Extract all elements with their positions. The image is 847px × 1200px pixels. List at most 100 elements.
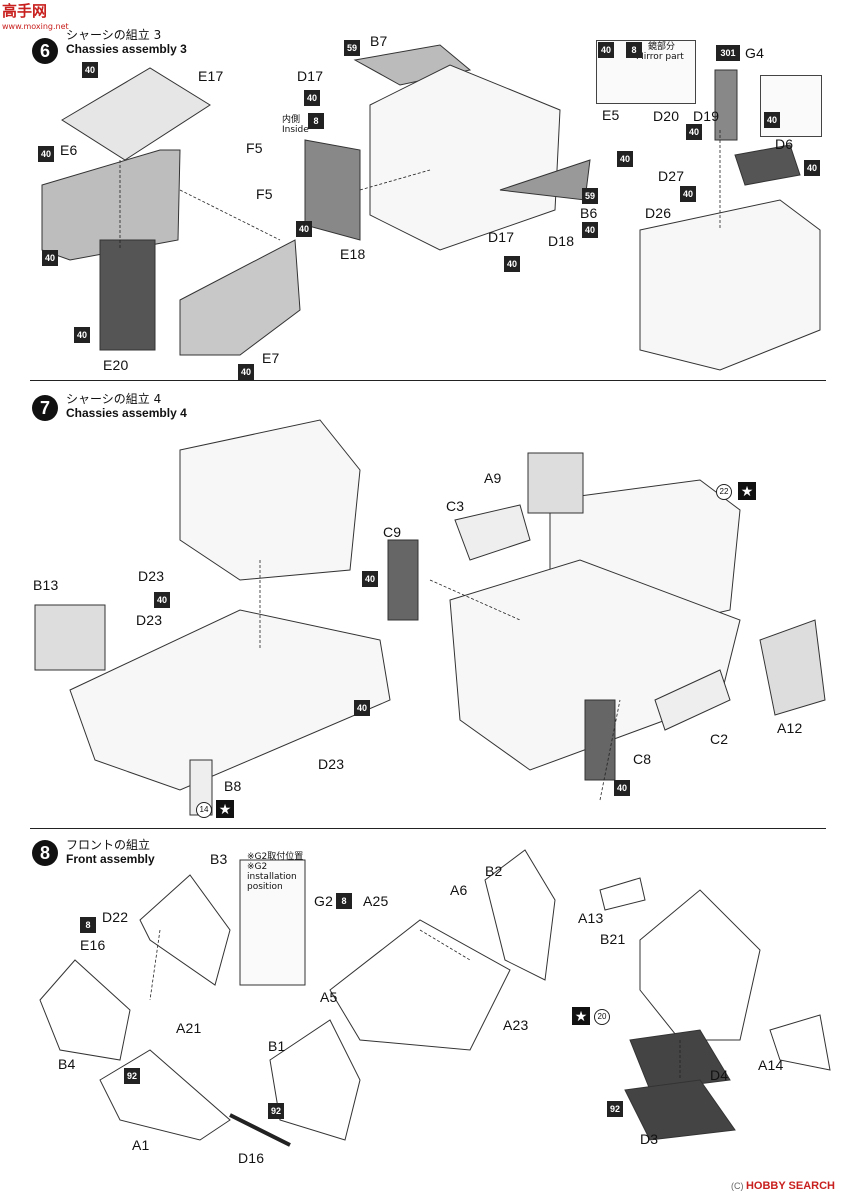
part-c2-shape — [654, 669, 731, 731]
step-8-title-en: Front assembly — [66, 852, 155, 866]
callout-number-20: 20 — [594, 1009, 610, 1025]
color-badge-40: 40 — [74, 327, 90, 343]
label-a6: A6 — [450, 882, 468, 898]
label-d23-b: D23 — [136, 612, 163, 628]
step-8-number: 8 — [32, 840, 58, 866]
part-c3-shape — [454, 504, 531, 561]
label-f5-top: F5 — [246, 140, 263, 156]
part-a5-shape — [329, 919, 511, 1051]
color-badge-92: 92 — [268, 1103, 284, 1119]
color-badge-8: 8 — [336, 893, 352, 909]
part-g4-shape — [714, 69, 738, 141]
chassis-body-6r — [639, 199, 821, 371]
step-7-number: 7 — [32, 395, 58, 421]
color-badge-40: 40 — [354, 700, 370, 716]
callout-number-22: 22 — [716, 484, 732, 500]
color-badge-40: 40 — [296, 221, 312, 237]
label-d3: D3 — [640, 1131, 659, 1147]
site-footer: (C) HOBBY SEARCH — [731, 1180, 835, 1192]
label-d27: D27 — [658, 168, 685, 184]
label-d17-bottom: D17 — [488, 229, 515, 245]
color-badge-40: 40 — [42, 250, 58, 266]
note-inside-jp: 内側 — [282, 115, 301, 125]
label-f5-bottom: F5 — [256, 186, 273, 202]
label-c3: C3 — [446, 498, 465, 514]
note-g2-en: ※G2 installation position — [247, 862, 297, 892]
label-a5: A5 — [320, 989, 338, 1005]
label-b13: B13 — [33, 577, 59, 593]
label-e5: E5 — [602, 107, 620, 123]
color-badge-40: 40 — [238, 364, 254, 380]
label-b6: B6 — [580, 205, 598, 221]
star-icon: ★ — [572, 1007, 590, 1025]
color-badge-59: 59 — [344, 40, 360, 56]
color-badge-8: 8 — [308, 113, 324, 129]
color-badge-40: 40 — [38, 146, 54, 162]
chassis-frame-7l — [69, 609, 391, 791]
color-badge-8: 8 — [80, 917, 96, 933]
label-e18: E18 — [340, 246, 366, 262]
label-d23-a: D23 — [138, 568, 165, 584]
label-d18: D18 — [548, 233, 575, 249]
note-mirror-jp: 鏡部分 — [648, 42, 676, 52]
part-e17-shape — [61, 67, 211, 161]
label-d4: D4 — [710, 1067, 729, 1083]
chassis-top-7l — [179, 419, 361, 581]
part-a1-shape — [99, 1049, 231, 1141]
label-d22: D22 — [102, 909, 129, 925]
site-url: www.moxing.net — [2, 22, 69, 31]
step-7-title-jp: シャーシの組立 4 — [66, 392, 162, 406]
color-badge-40: 40 — [598, 42, 614, 58]
color-badge-40: 40 — [154, 592, 170, 608]
callout-number-14: 14 — [196, 802, 212, 818]
label-b1: B1 — [268, 1038, 286, 1054]
part-b13-shape — [34, 604, 106, 671]
label-a21: A21 — [176, 1020, 202, 1036]
color-badge-40: 40 — [362, 571, 378, 587]
part-e18-shape — [304, 139, 361, 241]
step-7-title-en: Chassies assembly 4 — [66, 406, 187, 420]
color-badge-40: 40 — [614, 780, 630, 796]
step-6-title-jp: シャーシの組立 3 — [66, 28, 162, 42]
part-c9-shape — [387, 539, 419, 621]
footer-brand: HOBBY SEARCH — [745, 1180, 835, 1192]
g2-position-inset — [239, 859, 306, 986]
part-e20-shape — [99, 239, 156, 351]
label-e20: E20 — [103, 357, 129, 373]
label-c9: C9 — [383, 524, 402, 540]
label-a23: A23 — [503, 1017, 529, 1033]
part-b6-shape — [499, 159, 591, 201]
step-6-number: 6 — [32, 38, 58, 64]
part-a12-shape — [759, 619, 826, 716]
label-d6: D6 — [775, 136, 794, 152]
part-front-frame-8r — [639, 889, 761, 1041]
label-b8: B8 — [224, 778, 242, 794]
part-e7-shape — [179, 239, 301, 356]
star-icon: ★ — [738, 482, 756, 500]
color-badge-40: 40 — [686, 124, 702, 140]
color-badge-59: 59 — [582, 188, 598, 204]
label-e17: E17 — [198, 68, 224, 84]
color-badge-40: 40 — [504, 256, 520, 272]
note-g2-jp: ※G2取付位置 — [247, 852, 304, 862]
color-badge-40: 40 — [582, 222, 598, 238]
label-d17-top: D17 — [297, 68, 324, 84]
part-b3-shape — [139, 874, 231, 986]
color-badge-40: 40 — [304, 90, 320, 106]
label-e16: E16 — [80, 937, 106, 953]
color-badge-40: 40 — [764, 112, 780, 128]
label-a9: A9 — [484, 470, 502, 486]
label-a13: A13 — [578, 910, 604, 926]
site-watermark: 高手网 — [2, 3, 48, 20]
color-badge-40: 40 — [617, 151, 633, 167]
label-d23-c: D23 — [318, 756, 345, 772]
color-badge-92: 92 — [124, 1068, 140, 1084]
label-d16: D16 — [238, 1150, 265, 1166]
label-e6: E6 — [60, 142, 78, 158]
label-c2: C2 — [710, 731, 729, 747]
label-a12: A12 — [777, 720, 803, 736]
label-d26: D26 — [645, 205, 672, 221]
part-a14-shape — [769, 1014, 831, 1071]
step-6-title-en: Chassies assembly 3 — [66, 42, 187, 56]
